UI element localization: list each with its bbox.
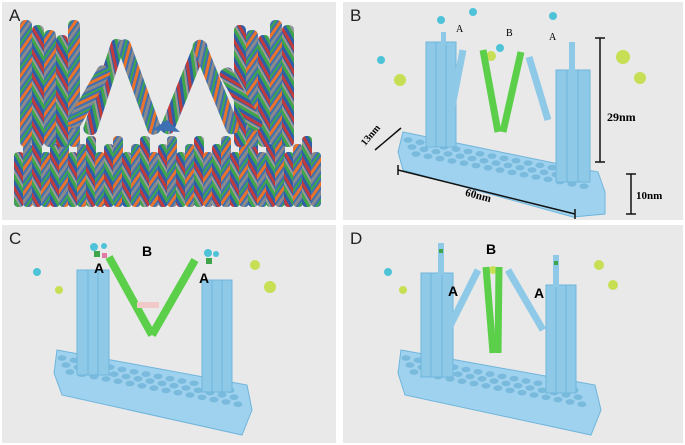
origami-model-c bbox=[33, 243, 276, 436]
arm-label-a-left: A bbox=[448, 283, 459, 299]
arm-label-a-right: A bbox=[199, 270, 210, 286]
panel-label: A bbox=[9, 6, 21, 25]
panel-c: C A B A bbox=[2, 225, 336, 443]
panel-label: C bbox=[9, 229, 22, 248]
arm-label-b: B bbox=[506, 28, 513, 39]
arm-label-b: B bbox=[142, 243, 153, 259]
panel-label: D bbox=[350, 229, 363, 248]
dimension-base-height: 10nm bbox=[636, 190, 663, 202]
arm-label-b: B bbox=[486, 241, 497, 257]
arm-label-a-left: A bbox=[456, 24, 464, 35]
origami-model-b bbox=[374, 8, 646, 219]
panel-a: A bbox=[2, 2, 336, 220]
origami-model-d bbox=[384, 243, 618, 436]
panel-d: D A B A bbox=[343, 225, 683, 443]
arm-label-a-right: A bbox=[534, 285, 545, 301]
arm-label-a-right: A bbox=[549, 32, 557, 43]
arm-label-a-left: A bbox=[94, 260, 105, 276]
panel-label: B bbox=[350, 6, 362, 25]
panel-b: B A B A 29nm 10nm 60nm 13nm bbox=[343, 2, 683, 220]
dimension-total-height: 29nm bbox=[607, 110, 636, 124]
striped-origami-model bbox=[14, 20, 321, 207]
